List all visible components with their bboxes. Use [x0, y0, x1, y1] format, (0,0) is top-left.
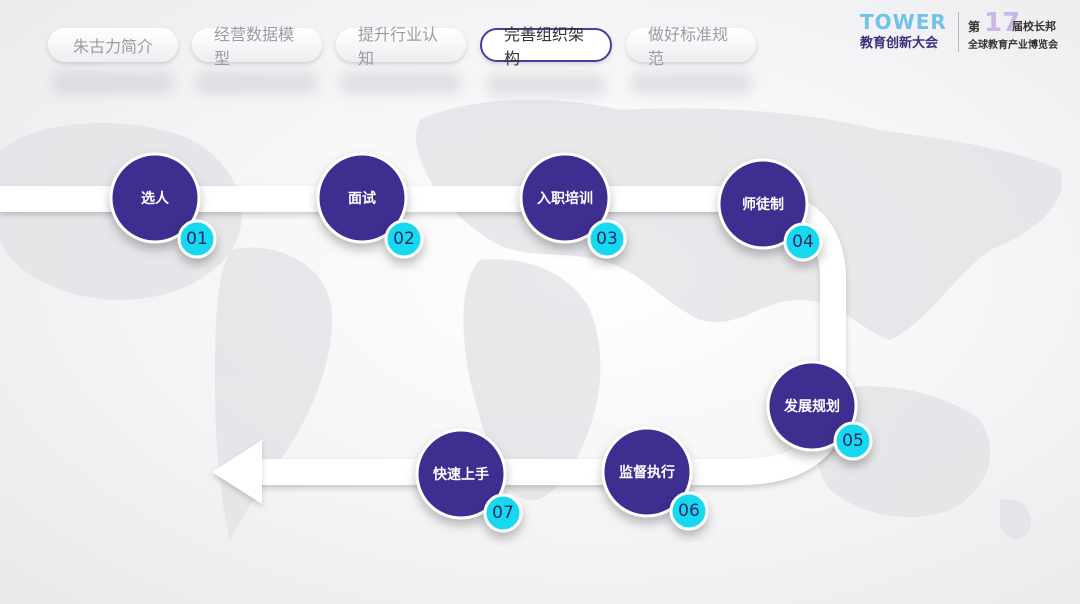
tower-logo-text: TOWER: [860, 10, 947, 34]
tab-label: 朱古力简介: [72, 37, 153, 56]
step-number: 07: [492, 503, 514, 523]
step-node-02: [316, 152, 424, 259]
step-label: 发展规划: [784, 399, 840, 415]
tab-label: 完善组织架构: [504, 25, 585, 68]
step-number-badge: [587, 219, 627, 259]
expo-number: 17: [984, 8, 1021, 38]
tab-standards[interactable]: 做好标准规范: [626, 25, 756, 94]
event-logo: TOWER 教育创新大会 17 第 届校长邦 全球教育产业博览会: [860, 8, 1066, 54]
step-circle: [601, 426, 693, 518]
expo-name: 全球教育产业博览会: [968, 40, 1058, 51]
tab-reflection: [630, 72, 752, 94]
tower-subtitle: 教育创新大会: [860, 36, 939, 51]
tab-business-data-model[interactable]: 经营数据模型: [192, 25, 322, 94]
step-number: 02: [393, 229, 415, 249]
step-number-badge: [783, 222, 823, 262]
path-arrowhead: [212, 440, 262, 504]
tab-label: 经营数据模型: [214, 25, 295, 68]
tab-reflection: [486, 74, 606, 96]
step-number: 04: [792, 232, 814, 252]
step-number-badge: [833, 421, 873, 461]
step-number-badge: [483, 493, 523, 533]
step-number: 01: [186, 229, 208, 249]
step-label: 师徒制: [742, 197, 784, 213]
step-number: 06: [678, 501, 700, 521]
tab-label: 做好标准规范: [648, 25, 729, 68]
step-number-badge: [177, 219, 217, 259]
step-node-05: [766, 360, 873, 461]
step-label: 选人: [141, 191, 169, 207]
tab-zhuguli-intro[interactable]: 朱古力简介: [48, 28, 178, 94]
tab-reflection: [52, 72, 174, 94]
tab-org-structure[interactable]: 完善组织架构: [480, 25, 612, 96]
tab-reflection: [196, 72, 318, 94]
step-circle: [717, 158, 809, 250]
tab-label: 提升行业认知: [358, 25, 439, 68]
step-node-03: [519, 152, 627, 259]
step-number-badge: [384, 219, 424, 259]
step-label: 监督执行: [619, 465, 675, 481]
step-label: 面试: [348, 191, 376, 207]
step-number: 05: [842, 431, 864, 451]
step-node-04: [717, 158, 823, 262]
step-circle: [316, 152, 408, 244]
tab-reflection: [340, 72, 462, 94]
step-number-badge: [669, 491, 709, 531]
step-node-01: [109, 152, 217, 259]
step-node-07: [415, 428, 523, 533]
step-node-06: [601, 426, 709, 531]
step-label: 快速上手: [433, 467, 489, 483]
step-circle: [519, 152, 611, 244]
step-circle: [109, 152, 201, 244]
step-circle: [766, 360, 858, 452]
step-number: 03: [596, 229, 618, 249]
step-circle: [415, 428, 507, 520]
section-tabs: 朱古力简介 经营数据模型 提升行业认知 完善组织架构 做好标准规范: [48, 25, 756, 96]
expo-prefix: 第: [968, 20, 981, 34]
step-label: 入职培训: [537, 191, 593, 207]
expo-suffix: 届校长邦: [1012, 20, 1056, 33]
tab-industry-awareness[interactable]: 提升行业认知: [336, 25, 466, 94]
logo-divider: [958, 12, 959, 52]
